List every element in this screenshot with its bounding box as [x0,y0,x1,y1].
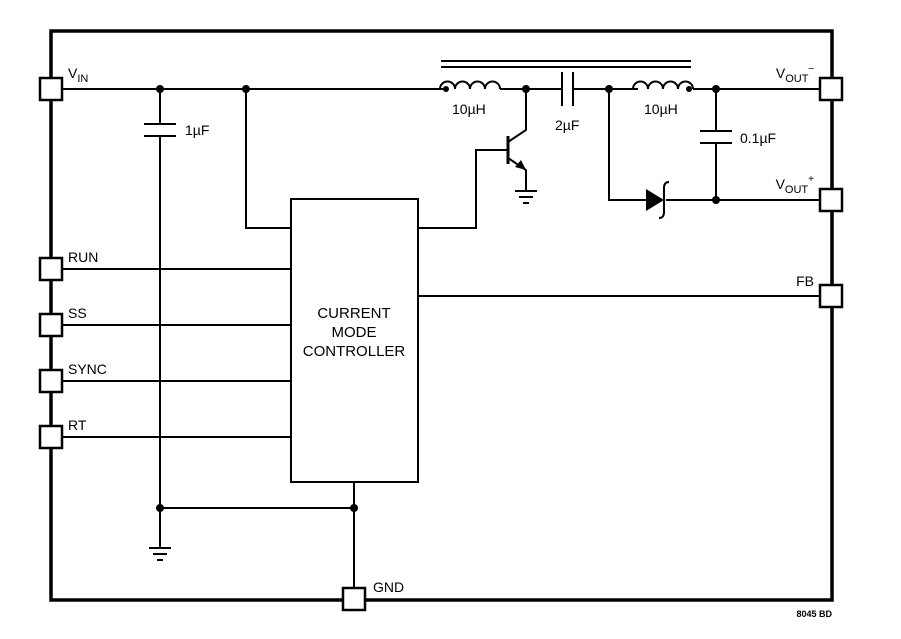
inductor-2 [632,80,694,92]
vout-pos-label: VOUT+ [776,174,815,196]
output-capacitor [700,130,732,144]
wires [62,88,820,588]
inductor-2-label: 10µH [644,101,678,117]
fb-label: FB [796,273,814,289]
ground-symbol-left [149,547,171,561]
run-pin [38,256,64,282]
controller-line-2: MODE [332,324,377,341]
junctions [156,85,720,512]
vout-pos-pin [818,187,844,213]
sync-label: SYNC [68,361,107,377]
coupling-capacitor-label: 2µF [555,117,579,133]
inductor-1 [439,80,501,92]
input-capacitor-label: 1µF [185,122,209,138]
controller-line-1: CURRENT [317,305,390,322]
controller-line-3: CONTROLLER [303,343,406,360]
output-capacitor-label: 0.1µF [740,130,776,146]
rt-label: RT [68,417,87,433]
gnd-pin [341,586,367,612]
vout-neg-label: VOUT– [776,63,815,85]
schottky-diode [646,181,670,219]
inductor-1-label: 10µH [452,101,486,117]
ss-pin [38,312,64,338]
vin-pin [38,76,64,102]
input-capacitor [144,123,176,137]
ss-label: SS [68,305,87,321]
figure-id: 8045 BD [796,609,832,619]
rt-pin [38,424,64,450]
ground-symbol-transistor [515,190,537,204]
run-label: RUN [68,249,98,265]
npn-transistor [506,136,526,170]
fb-pin [818,283,844,309]
coupled-core [441,60,691,68]
package-outline [49,29,834,602]
vin-label: VIN [68,65,88,85]
coupling-capacitor [561,72,574,106]
vout-neg-pin [818,76,844,102]
controller-block [290,198,419,483]
sync-pin [38,368,64,394]
gnd-label: GND [373,579,404,595]
